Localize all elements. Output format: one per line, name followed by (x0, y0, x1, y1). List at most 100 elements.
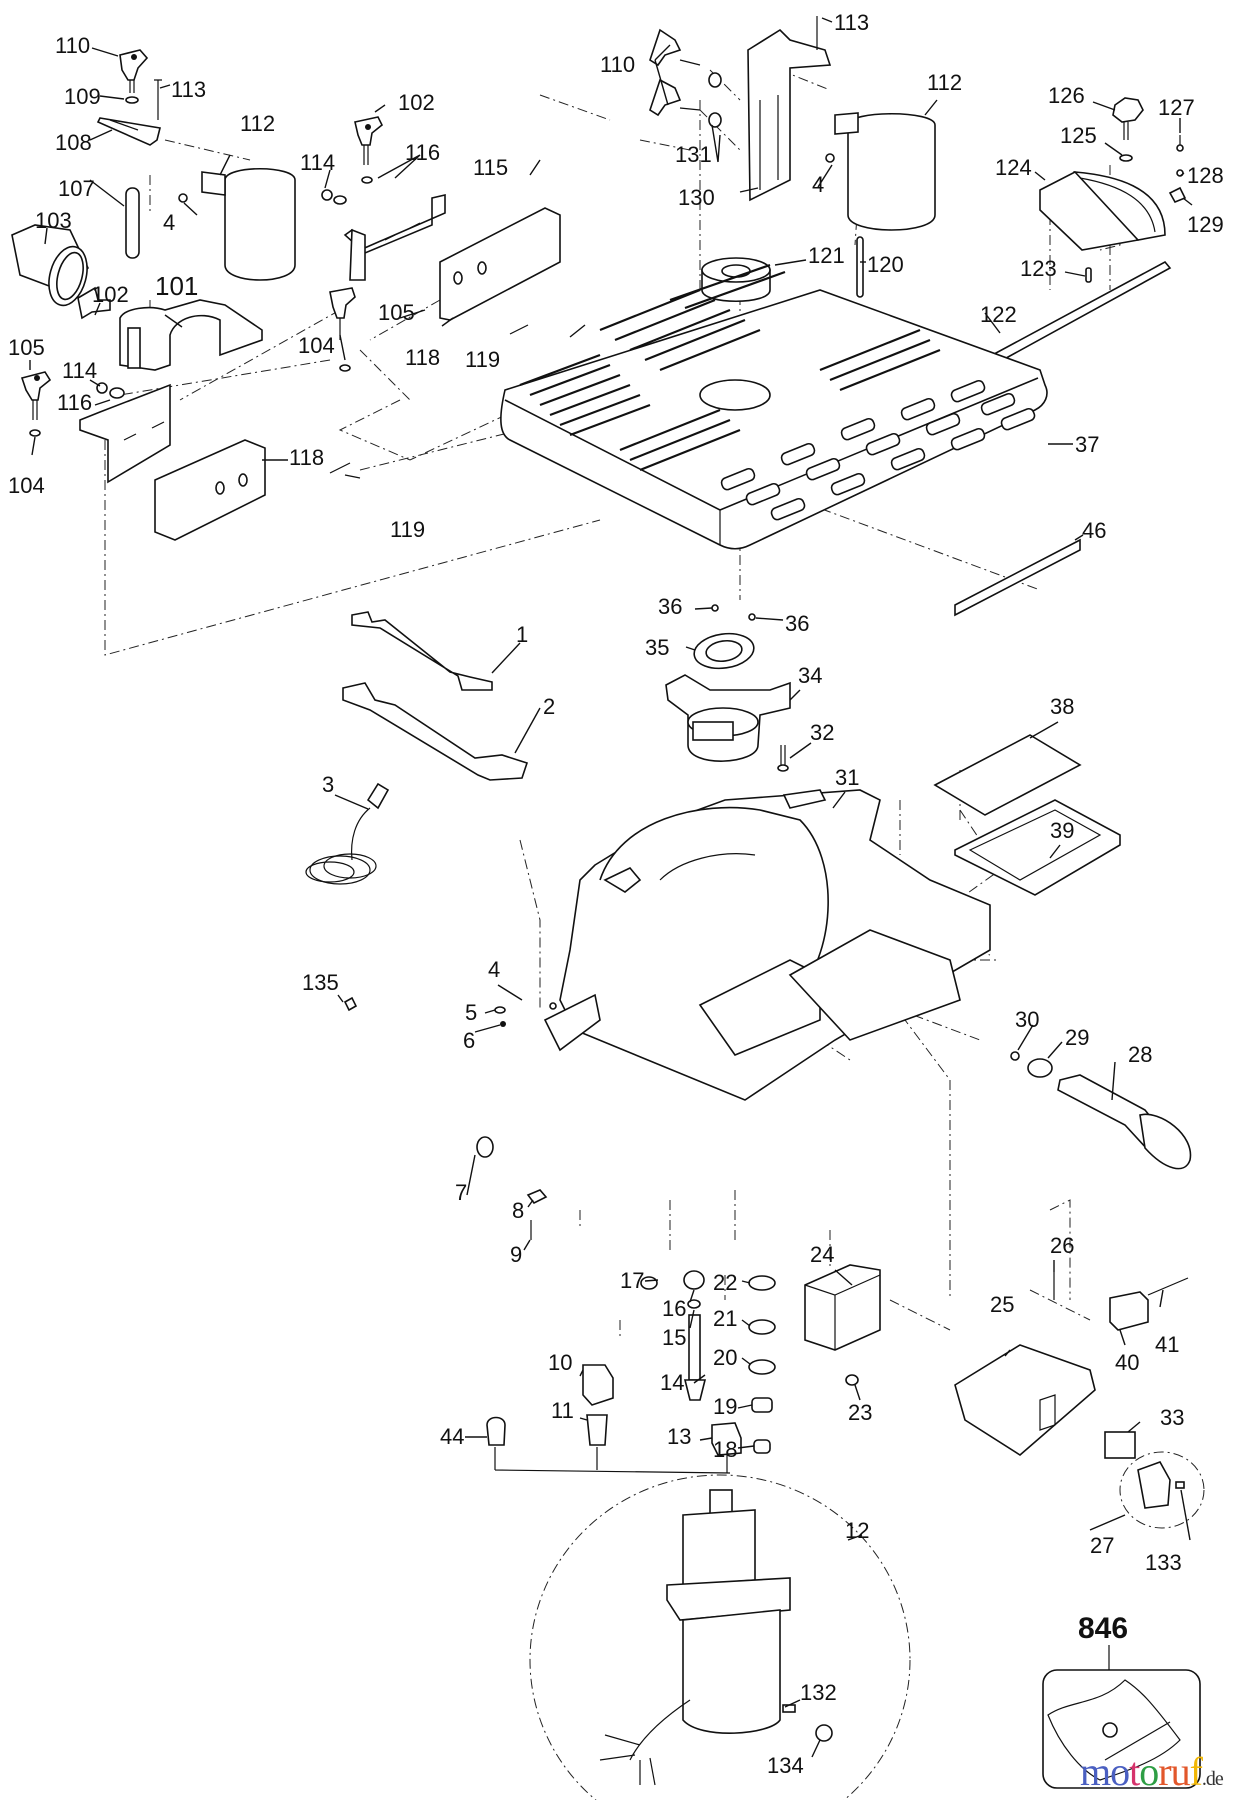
part-10-nut (582, 1364, 614, 1406)
label-124: 124 (995, 155, 1032, 180)
label-15: 15 (662, 1325, 686, 1350)
label-107: 107 (58, 176, 95, 201)
part-46-strip (954, 538, 1081, 617)
label-119: 119 (390, 517, 425, 542)
part-125-washer (1119, 154, 1133, 162)
part-22-washer (748, 1275, 776, 1291)
watermark-letter: u (1170, 1749, 1191, 1794)
part-41-wire (1147, 1277, 1189, 1296)
label-38: 38 (1050, 694, 1074, 719)
part-118-fence-left (154, 439, 266, 541)
label-112: 112 (927, 70, 962, 95)
label-113: 113 (834, 10, 869, 35)
label-115: 115 (473, 155, 508, 180)
part-4-nut-top (825, 153, 835, 163)
part-108-bracket (96, 117, 161, 146)
label-9: 9 (510, 1242, 522, 1267)
label-110: 110 (600, 52, 635, 77)
label-116: 116 (57, 390, 92, 415)
label-14: 14 (660, 1370, 684, 1395)
label-41: 41 (1155, 1332, 1179, 1357)
part-109-washer (125, 96, 139, 104)
label-126: 126 (1048, 83, 1085, 108)
part-8-clip (526, 1189, 548, 1205)
part-13-nut (711, 1422, 742, 1456)
label-4: 4 (812, 172, 824, 197)
part-132-brush (782, 1704, 796, 1713)
part-4-nut-left-base (549, 1002, 557, 1010)
part-6-screw (474, 1021, 506, 1033)
watermark-letter: r (1158, 1749, 1171, 1794)
part-1-wrench (351, 611, 493, 691)
label-13: 13 (667, 1424, 691, 1449)
label-27: 27 (1090, 1533, 1114, 1558)
part-16-nut (683, 1270, 705, 1290)
part-20-washer (748, 1359, 776, 1375)
label-102: 102 (398, 90, 435, 115)
part-102-knob-center (354, 116, 384, 165)
label-123: 123 (1020, 256, 1057, 281)
table-grille-left (519, 263, 941, 472)
part-32-bolt (777, 745, 789, 772)
label-26: 26 (1050, 1233, 1074, 1258)
label-23: 23 (848, 1400, 872, 1425)
label-129: 129 (1187, 212, 1224, 237)
part-38-label (933, 734, 1082, 816)
part-121-insert-ring (701, 257, 771, 303)
part-40-switch-key (1109, 1291, 1149, 1331)
part-114-nut-center (321, 189, 333, 201)
part-118-fence-center (439, 207, 561, 321)
watermark-letter: o (1110, 1749, 1130, 1794)
label-108: 108 (55, 130, 92, 155)
label-36: 36 (785, 611, 809, 636)
part-110-knob (119, 49, 149, 93)
label-101: 101 (155, 271, 198, 301)
part-19-spacer (751, 1397, 773, 1413)
label-121: 121 (808, 243, 845, 268)
label-12: 12 (845, 1518, 869, 1543)
part-135-clip (343, 996, 358, 1012)
part-115-bracket (343, 193, 446, 281)
part-112-dust-cup-left (201, 167, 296, 281)
part-4-nut-top-left (178, 193, 188, 203)
part-28-handle (1057, 1074, 1192, 1170)
label-kit-846: 846 (1078, 1612, 1128, 1645)
part-15-washer (687, 1299, 701, 1309)
part-119-screw-left (329, 462, 351, 474)
label-3: 3 (322, 772, 334, 797)
part-102-knob-left (77, 286, 111, 320)
kit-846-box (1042, 1645, 1201, 1789)
part-112-dust-cup-right (834, 112, 936, 231)
part-23-nut (845, 1374, 859, 1386)
label-28: 28 (1128, 1042, 1152, 1067)
label-120: 120 (867, 252, 904, 277)
label-33: 33 (1160, 1405, 1184, 1430)
part-18-spacer (753, 1439, 771, 1454)
label-5: 5 (465, 1000, 477, 1025)
label-119: 119 (465, 347, 500, 372)
label-4: 4 (488, 957, 500, 982)
label-4: 4 (163, 210, 175, 235)
part-12-motor (529, 1474, 911, 1800)
part-number-labels: 110 109 113 108 112 107 103 102 101 105 … (8, 10, 1224, 1778)
part-116-washer-left (109, 387, 125, 399)
part-24-box (804, 1264, 881, 1351)
label-112: 112 (240, 111, 275, 136)
label-22: 22 (713, 1270, 737, 1295)
label-39: 39 (1050, 818, 1074, 843)
part-36-screws (711, 604, 756, 621)
label-37: 37 (1075, 432, 1099, 457)
part-123-pin (1085, 267, 1092, 283)
part-3-power-cord (305, 782, 390, 885)
label-109: 109 (64, 84, 101, 109)
part-31-base (543, 789, 991, 1101)
label-30: 30 (1015, 1007, 1039, 1032)
label-118: 118 (289, 445, 324, 470)
label-32: 32 (810, 720, 834, 745)
part-134-cap (815, 1724, 833, 1742)
watermark-letter: f (1189, 1749, 1203, 1794)
label-130: 130 (678, 185, 715, 210)
part-35-ring (693, 632, 755, 670)
label-17: 17 (620, 1268, 644, 1293)
